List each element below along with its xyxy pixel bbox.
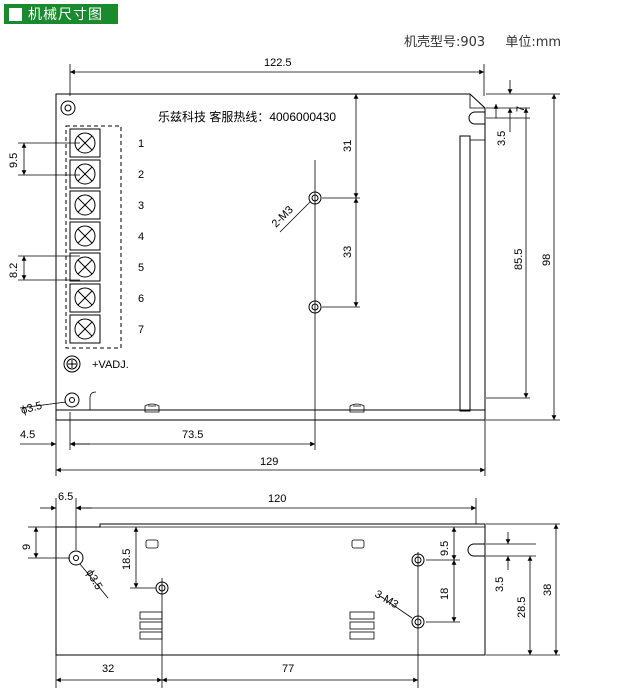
dim-98: 98 <box>541 254 553 266</box>
vent-slots-left <box>139 611 163 640</box>
vadj-potentiometer <box>63 355 81 373</box>
unit-label: 单位:mm <box>505 35 562 50</box>
vadj-label: +VADJ. <box>92 359 129 371</box>
dim-32: 32 <box>102 663 114 675</box>
dim-9-5-side: 9.5 <box>439 541 451 556</box>
terminal-label: 5 <box>138 262 144 274</box>
top-view-outline <box>55 93 486 421</box>
top-view: 1 2 3 4 5 6 7 +VADJ. 乐兹科技 客服热线：4006000430 2-M3… <box>8 57 560 476</box>
dim-9-5: 9.5 <box>8 153 20 168</box>
dim-3-5-side: 3.5 <box>494 577 506 592</box>
side-slot-left <box>145 539 159 549</box>
dim-6-5: 6.5 <box>58 491 73 503</box>
terminal-label: 3 <box>138 200 144 212</box>
dim-38: 38 <box>542 584 554 596</box>
dim-120: 120 <box>268 493 286 505</box>
dim-31: 31 <box>342 140 354 152</box>
side-view-outline <box>55 523 486 656</box>
side-left-hole <box>68 550 84 566</box>
dim-8-2: 8.2 <box>8 263 20 278</box>
terminal-block <box>65 125 122 349</box>
dim-4-5: 4.5 <box>20 429 35 441</box>
model-label: 机壳型号:903 <box>404 35 486 50</box>
bottom-clip-left <box>144 403 160 413</box>
terminal-screw <box>69 190 101 220</box>
side-view: 3-M3 ϕ3.5 6.5 120 9 18.5 9.5 18 <box>21 491 560 688</box>
section-title: 机械尺寸图 <box>28 7 103 23</box>
dim-73-5: 73.5 <box>182 429 203 441</box>
model-info: 机壳型号:903 单位:mm <box>404 31 577 50</box>
bottom-left-hole <box>64 392 80 408</box>
terminal-label: 2 <box>138 169 144 181</box>
dim-129: 129 <box>260 456 278 468</box>
terminal-label: 6 <box>138 293 144 305</box>
dim-77: 77 <box>282 663 294 675</box>
dim-18: 18 <box>439 588 451 600</box>
terminal-screw <box>69 283 101 313</box>
terminal-screw <box>69 314 101 344</box>
terminal-label: 1 <box>138 138 144 150</box>
terminal-screw <box>69 159 101 189</box>
company-text: 乐兹科技 客服热线：4006000430 <box>158 109 336 124</box>
vent-slots-right <box>349 611 375 640</box>
dim-28-5: 28.5 <box>516 597 528 618</box>
bottom-clip-right <box>349 403 365 413</box>
side-slot-right <box>351 539 365 549</box>
dim-3-5-top: 3.5 <box>496 131 508 146</box>
dim-7: 7 <box>515 106 527 112</box>
phi-label-side: ϕ3.5 <box>83 568 104 593</box>
top-right-slot <box>468 111 485 125</box>
dim-85-5: 85.5 <box>513 249 525 270</box>
screw-label-3m3: 3-M3 <box>373 588 401 611</box>
dim-33: 33 <box>342 246 354 258</box>
dim-122-5: 122.5 <box>264 57 292 69</box>
side-right-slot <box>467 543 485 557</box>
terminal-screw <box>69 252 101 282</box>
terminal-screw <box>69 221 101 251</box>
terminal-label: 7 <box>138 324 144 336</box>
phi-label-top: ϕ3.5 <box>20 400 44 417</box>
dim-18-5: 18.5 <box>121 549 133 570</box>
dim-9: 9 <box>21 544 33 550</box>
right-rail <box>459 135 471 412</box>
terminal-label: 4 <box>138 231 144 243</box>
square-icon <box>9 7 22 21</box>
screw-label-2m3: 2-M3 <box>270 204 296 230</box>
section-header: 机械尺寸图 <box>4 4 118 24</box>
top-left-screw <box>60 100 76 116</box>
